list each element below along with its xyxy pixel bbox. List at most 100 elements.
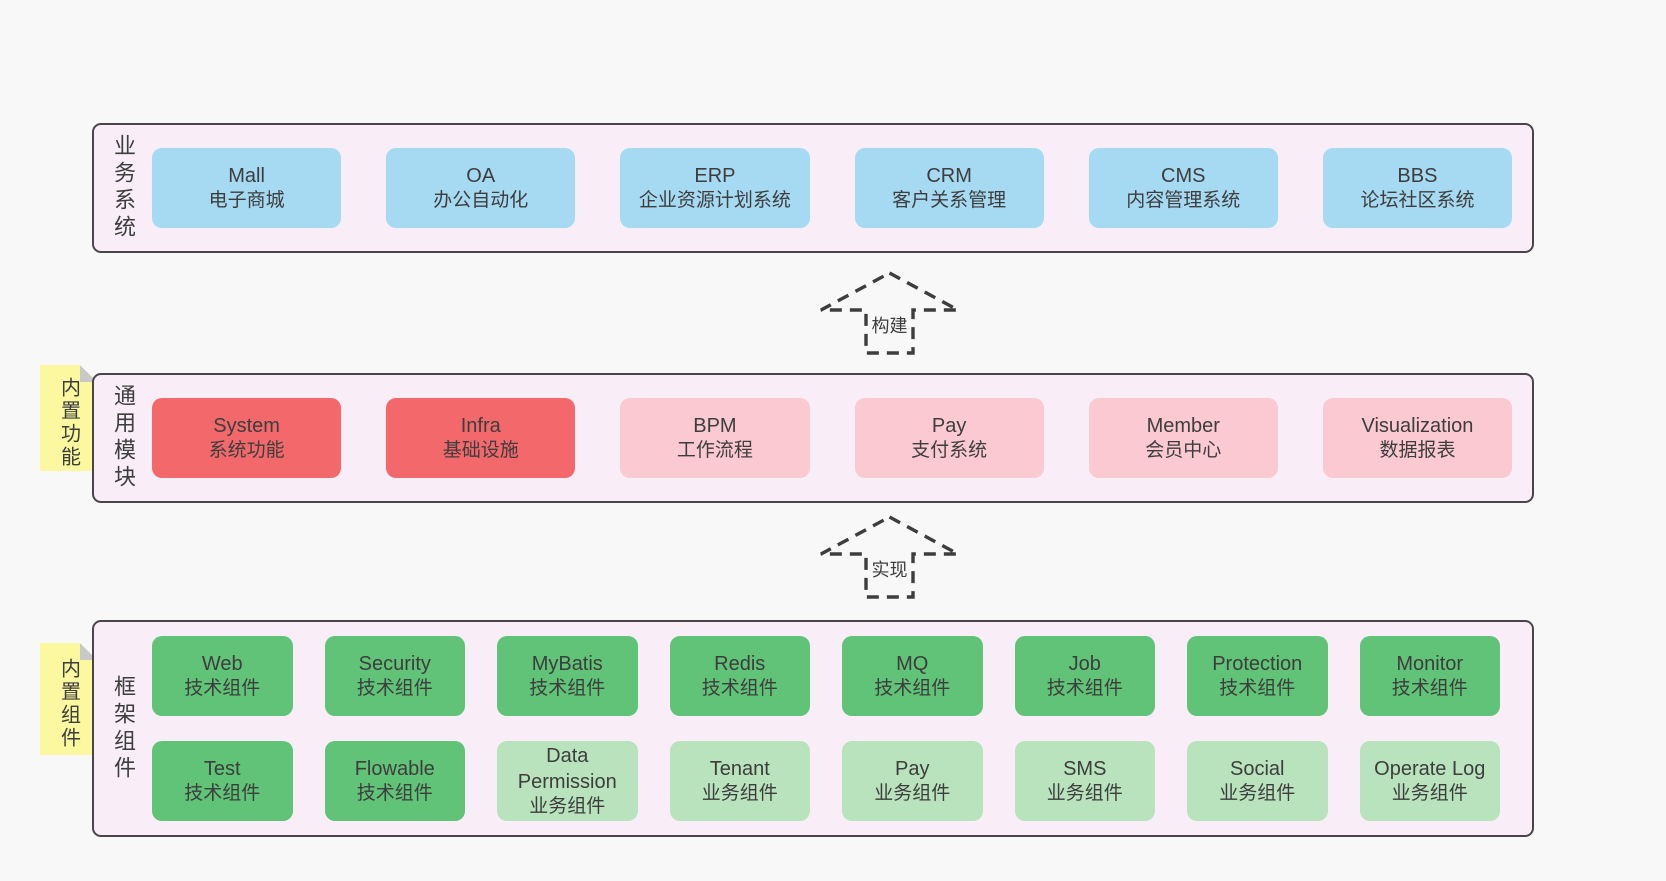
node-title: BPM (693, 414, 737, 437)
node-subtitle: 技术组件 (184, 677, 261, 699)
node-title: Data Permission (517, 744, 617, 793)
node-subtitle: 电子商城 (208, 189, 285, 211)
implement-arrow: 实现 (817, 514, 962, 600)
node-title: CMS (1161, 164, 1206, 187)
node-subtitle: 业务组件 (701, 782, 778, 804)
node-subtitle: 技术组件 (701, 677, 778, 699)
panel-label-text: 通用模块 (111, 384, 136, 492)
panel-label-common-modules: 通用模块 (94, 375, 152, 501)
node-subtitle: 技术组件 (356, 782, 433, 804)
node-title: Security (358, 652, 431, 675)
sticky-note-built-in-features: 内置功能 (40, 365, 97, 471)
node-subtitle: 业务组件 (1046, 782, 1123, 804)
node-title: Flowable (354, 757, 435, 780)
node-subtitle: 技术组件 (184, 782, 261, 804)
node-subtitle: 技术组件 (529, 677, 606, 699)
node-title: Monitor (1396, 652, 1464, 675)
node-subtitle: 支付系统 (911, 439, 988, 461)
node-title: Tenant (709, 757, 770, 780)
sticky-note-text: 内置功能 (57, 377, 80, 469)
up-arrow-outline-icon (820, 515, 959, 599)
node-subtitle: 技术组件 (874, 677, 951, 699)
node-subtitle: 业务组件 (529, 795, 606, 817)
node-subtitle: 企业资源计划系统 (638, 189, 791, 211)
node-subtitle: 客户关系管理 (892, 189, 1007, 211)
node-subtitle: 基础设施 (442, 439, 519, 461)
node-title: Operate Log (1374, 757, 1486, 780)
implement-arrow-label: 实现 (868, 556, 911, 582)
node-subtitle: 业务组件 (1391, 782, 1468, 804)
panel-label-business-systems: 业务系统 (94, 125, 152, 251)
node-subtitle: 数据报表 (1379, 439, 1456, 461)
node-title: BBS (1397, 164, 1438, 187)
node-title: Mall (228, 164, 265, 187)
build-arrow: 构建 (817, 270, 962, 356)
node-subtitle: 工作流程 (676, 439, 753, 461)
node-title: SMS (1063, 757, 1107, 780)
node-title: Pay (895, 757, 930, 780)
panel-label-framework-components: 框架组件 (94, 622, 152, 835)
node-title: Social (1230, 757, 1285, 780)
node-subtitle: 系统功能 (208, 439, 285, 461)
node-title: Web (201, 652, 243, 675)
node-title: Pay (931, 414, 967, 437)
node-title: MyBatis (531, 652, 603, 675)
node-subtitle: 技术组件 (1219, 677, 1296, 699)
node-title: Redis (714, 652, 766, 675)
node-subtitle: 业务组件 (1219, 782, 1296, 804)
up-arrow-outline-icon (820, 271, 959, 355)
sticky-note-text: 内置组件 (57, 658, 80, 750)
node-subtitle: 办公自动化 (433, 189, 529, 211)
node-title: Job (1068, 652, 1101, 675)
node-subtitle: 论坛社区系统 (1360, 189, 1475, 211)
node-subtitle: 会员中心 (1145, 439, 1222, 461)
node-title: Visualization (1361, 414, 1474, 437)
node-title: OA (466, 164, 496, 187)
node-subtitle: 技术组件 (356, 677, 433, 699)
node-title: Member (1146, 414, 1220, 437)
node-subtitle: 业务组件 (874, 782, 951, 804)
node-title: System (213, 414, 280, 437)
node-subtitle: 技术组件 (1046, 677, 1123, 699)
node-subtitle: 内容管理系统 (1126, 189, 1241, 211)
node-title: Infra (460, 414, 501, 437)
node-title: Test (203, 757, 241, 780)
node-title: MQ (896, 652, 929, 675)
panel-label-text: 框架组件 (111, 674, 136, 783)
node-title: Protection (1212, 652, 1303, 675)
panel-label-text: 业务系统 (111, 134, 136, 242)
